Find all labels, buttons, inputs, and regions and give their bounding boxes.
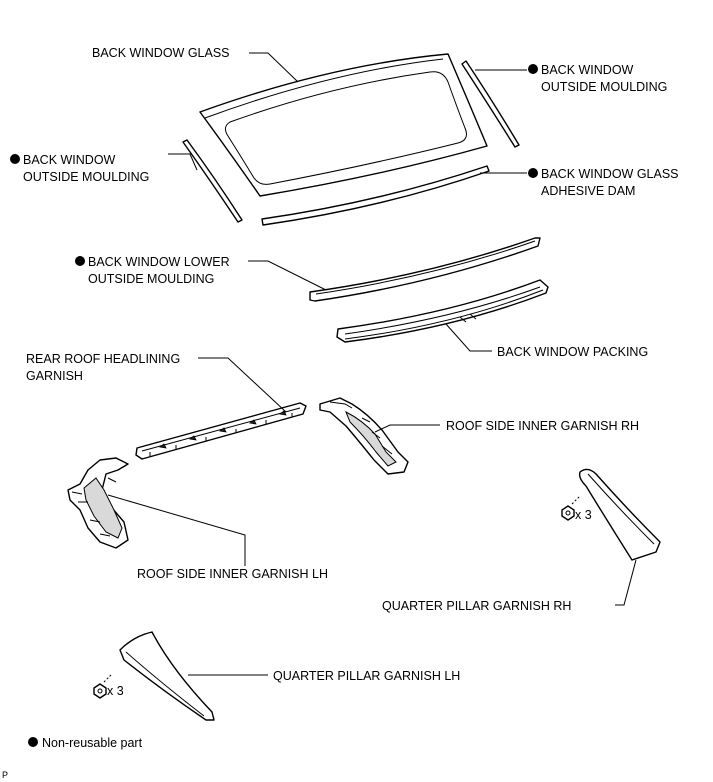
corner-code: P	[2, 770, 8, 780]
label-lower-moulding-line2: OUTSIDE MOULDING	[88, 272, 214, 286]
clip-nut-icon	[561, 495, 581, 521]
leader-lines	[107, 52, 637, 676]
legend-non-reusable: Non-reusable part	[42, 736, 143, 750]
label-roof-side-lh: ROOF SIDE INNER GARNISH LH	[137, 567, 328, 581]
back-window-glass	[199, 53, 488, 197]
non-reusable-bullet	[528, 168, 538, 178]
label-roof-side-rh: ROOF SIDE INNER GARNISH RH	[446, 419, 639, 433]
label-quarter-pillar-rh: QUARTER PILLAR GARNISH RH	[382, 599, 571, 613]
label-outside-moulding-rh-line1: BACK WINDOW	[541, 63, 634, 77]
label-adhesive-dam-line1: BACK WINDOW GLASS	[541, 167, 679, 181]
label-headlining-line2: GARNISH	[26, 369, 83, 383]
back-window-packing	[336, 279, 549, 343]
back-window-glass-adhesive-dam	[261, 165, 490, 226]
non-reusable-bullet	[528, 64, 538, 74]
back-window-outside-moulding-rh	[461, 60, 520, 148]
roof-side-inner-garnish-lh	[67, 457, 129, 549]
quantity-label-rh: x 3	[575, 508, 592, 522]
non-reusable-bullet	[75, 256, 85, 266]
label-outside-moulding-rh-line2: OUTSIDE MOULDING	[541, 80, 667, 94]
non-reusable-bullet	[10, 154, 20, 164]
label-lower-moulding-line1: BACK WINDOW LOWER	[88, 255, 230, 269]
label-adhesive-dam-line2: ADHESIVE DAM	[541, 184, 635, 198]
label-outside-moulding-lh-line2: OUTSIDE MOULDING	[23, 170, 149, 184]
label-quarter-pillar-lh: QUARTER PILLAR GARNISH LH	[273, 669, 460, 683]
quarter-pillar-garnish-lh	[119, 631, 215, 721]
label-outside-moulding-lh-line1: BACK WINDOW	[23, 153, 116, 167]
roof-side-inner-garnish-rh	[319, 397, 409, 475]
label-headlining-line1: REAR ROOF HEADLINING	[26, 352, 180, 366]
back-window-outside-moulding-lh	[182, 139, 243, 223]
non-reusable-bullet	[28, 737, 38, 747]
rear-roof-headlining-garnish	[135, 402, 307, 460]
label-back-window-packing: BACK WINDOW PACKING	[497, 345, 648, 359]
clip-nut-icon	[93, 673, 113, 699]
back-window-lower-outside-moulding	[309, 237, 541, 302]
quantity-label-lh: x 3	[107, 684, 124, 698]
label-back-window-glass: BACK WINDOW GLASS	[92, 46, 230, 60]
quarter-pillar-garnish-rh	[578, 468, 661, 561]
